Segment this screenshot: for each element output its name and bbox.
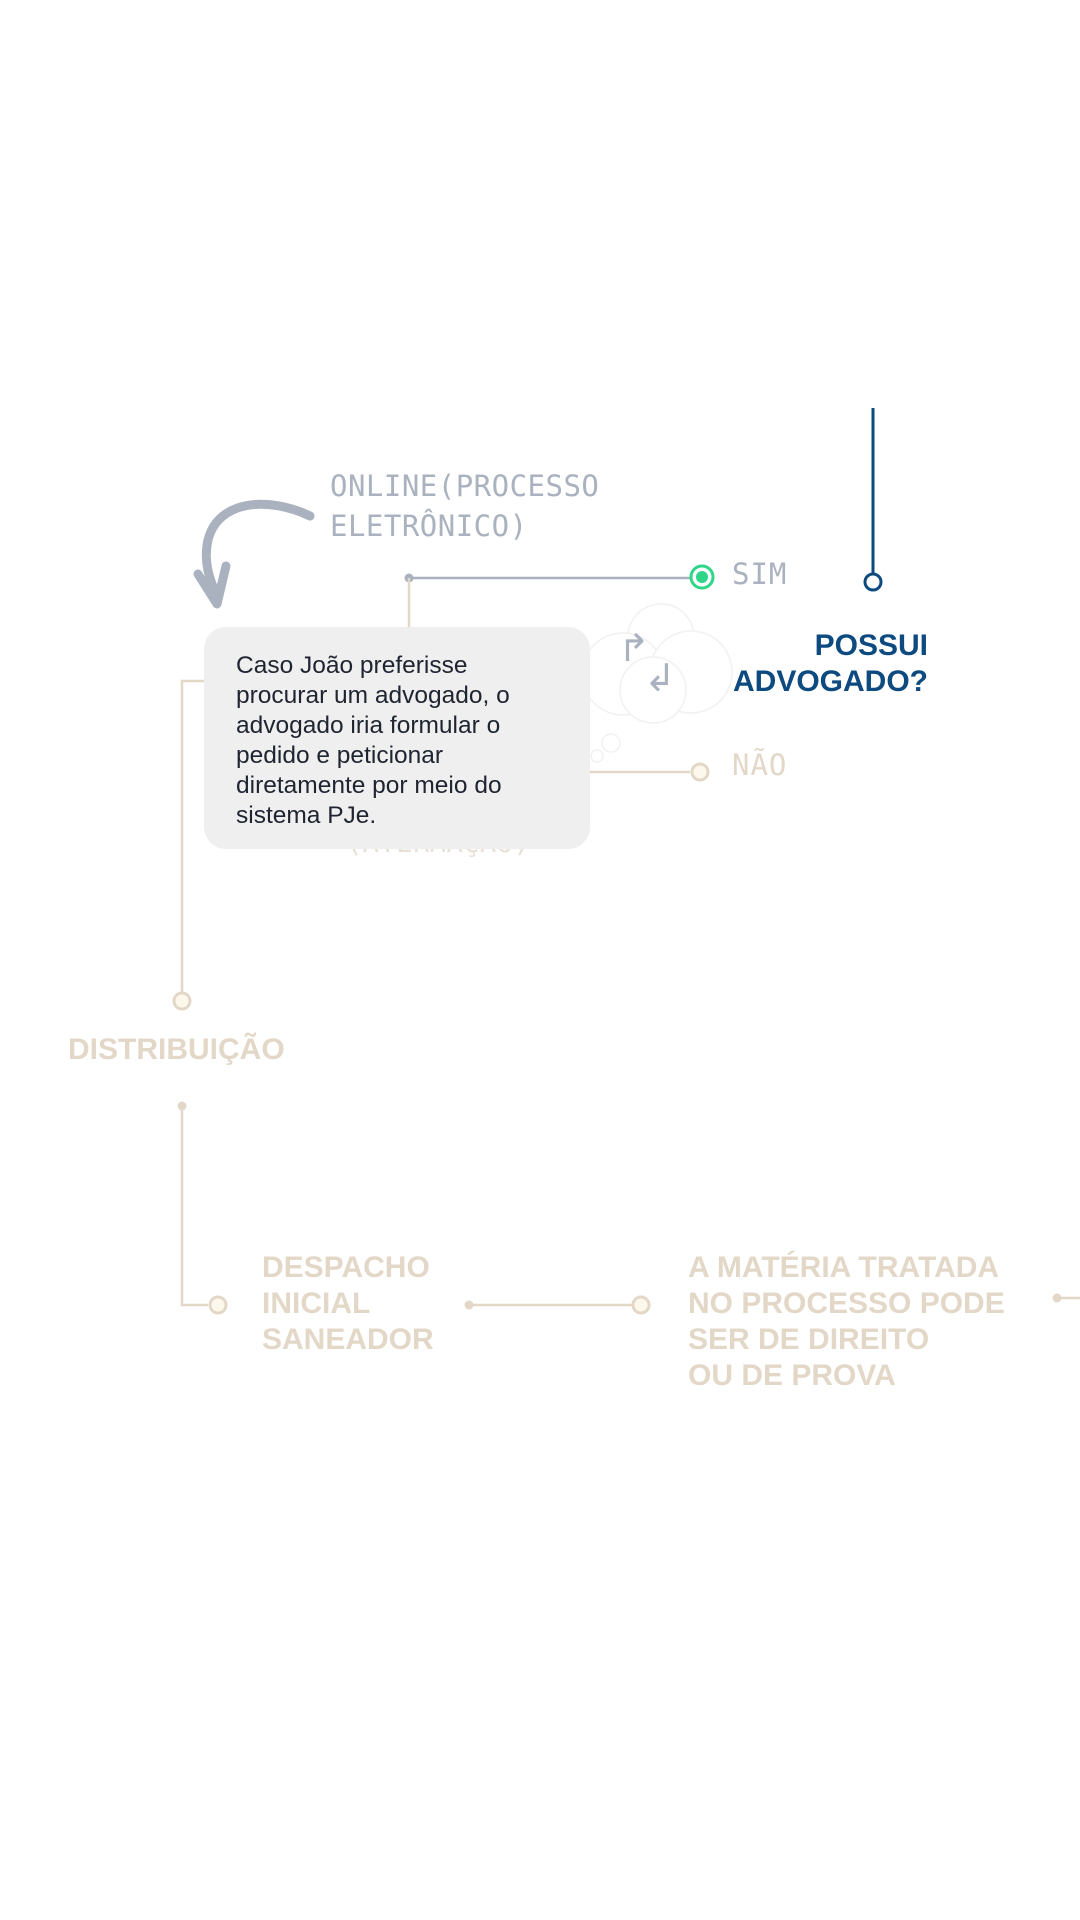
- thought-cloud-icon: [575, 603, 733, 769]
- nao-node: [690, 762, 710, 782]
- distribuicao-node: [172, 991, 192, 1011]
- nao-option-label[interactable]: NÃO: [732, 748, 788, 782]
- online-process-label: ONLINE(PROCESSO ELETRÔNICO): [330, 469, 600, 543]
- question-node: [863, 572, 883, 592]
- curved-arrow-icon: [193, 499, 315, 609]
- question-title: POSSUI ADVOGADO?: [733, 629, 928, 698]
- despacho-label: DESPACHO INICIAL SANEADOR: [262, 1251, 434, 1356]
- despacho-node: [208, 1295, 228, 1315]
- materia-label: A MATÉRIA TRATADA NO PROCESSO PODE SER D…: [688, 1251, 1005, 1392]
- branch-arrows-icon: ↱ ↲: [618, 626, 676, 700]
- tooltip-text: Caso João preferisse procurar um advogad…: [236, 652, 510, 829]
- info-tooltip: Caso João preferisse procurar um advogad…: [204, 627, 590, 849]
- sim-option-label[interactable]: SIM: [732, 557, 788, 591]
- distribuicao-label: DISTRIBUIÇÃO: [68, 1033, 285, 1066]
- materia-node: [631, 1295, 651, 1315]
